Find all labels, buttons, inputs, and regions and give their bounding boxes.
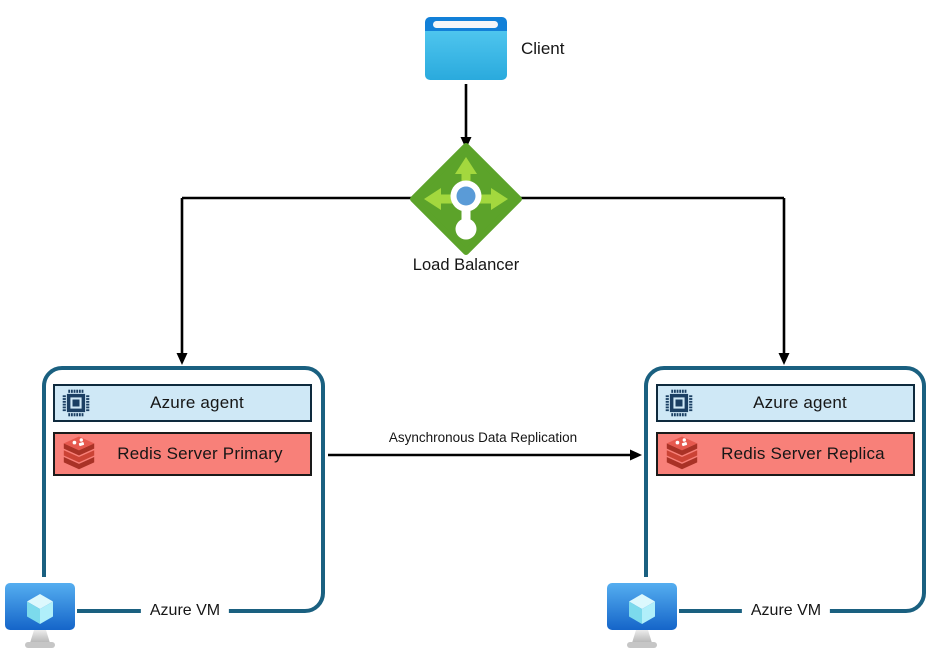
azure-vm-label-left: Azure VM bbox=[140, 602, 230, 620]
azure-vm-label-right: Azure VM bbox=[741, 602, 831, 620]
redis-primary-bar: Redis Server Primary bbox=[53, 432, 312, 476]
client-icon-body bbox=[425, 31, 507, 80]
redis-primary-label: Redis Server Primary bbox=[117, 444, 283, 463]
redis-icon bbox=[62, 435, 96, 473]
azure-agent-label-right: Azure agent bbox=[753, 393, 847, 412]
azure-agent-bar-left: Azure agent bbox=[53, 384, 312, 422]
cpu-chip-icon bbox=[62, 389, 90, 417]
redis-icon bbox=[665, 435, 699, 473]
load-balancer-label: Load Balancer bbox=[412, 256, 520, 274]
client-icon-titlebar bbox=[425, 17, 507, 31]
client-label: Client bbox=[521, 39, 565, 58]
azure-agent-bar-right: Azure agent bbox=[656, 384, 915, 422]
client-icon-addressbar bbox=[433, 21, 498, 28]
replication-label: Asynchronous Data Replication bbox=[388, 430, 578, 445]
redis-replica-label: Redis Server Replica bbox=[721, 444, 885, 463]
azure-vm-icon-left bbox=[3, 577, 77, 651]
redis-replica-bar: Redis Server Replica bbox=[656, 432, 915, 476]
client-browser-icon bbox=[425, 17, 507, 80]
azure-vm-icon-right bbox=[605, 577, 679, 651]
client-to-loadbalancer-arrow bbox=[460, 84, 472, 149]
azure-agent-label-left: Azure agent bbox=[150, 393, 244, 412]
cpu-chip-icon bbox=[665, 389, 693, 417]
load-balancer-icon bbox=[410, 143, 522, 255]
replication-arrow bbox=[328, 449, 642, 461]
